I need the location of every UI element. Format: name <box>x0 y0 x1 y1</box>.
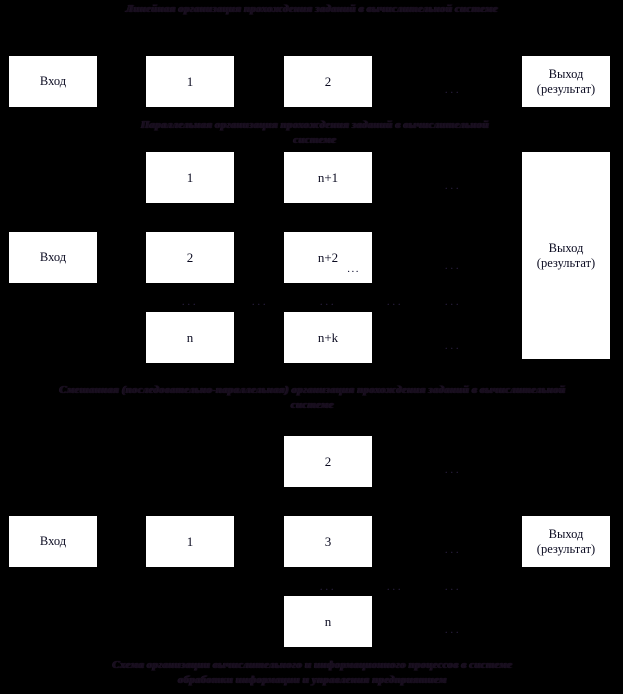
mixed-vertical-ellipsis-col2: ... <box>444 579 462 593</box>
parallel-task-r3c2-box: n+k <box>283 311 373 364</box>
parallel-task-r1c1-box: 1 <box>145 151 235 204</box>
parallel-task-r1c1-label: 1 <box>186 170 194 185</box>
mixed-vertical-ellipsis-col1: ... <box>319 579 337 593</box>
mixed-ellipsis-mid: ... <box>444 542 462 556</box>
mixed-branch-mid-label: 3 <box>324 534 332 549</box>
parallel-task-r1c2-label: n+1 <box>317 170 339 185</box>
mixed-branch-bottom-label: n <box>324 614 332 629</box>
parallel-vertical-ellipsis-col1: ... <box>181 294 199 308</box>
parallel-task-r2c1-box: 2 <box>145 231 235 284</box>
parallel-vertical-ellipsis-gap2: ... <box>386 294 404 308</box>
linear-output-label-2: (результат) <box>536 81 596 96</box>
mixed-input-box: Вход <box>8 515 98 568</box>
parallel-ellipsis-row3: ... <box>444 338 462 352</box>
mixed-task-1-box: 1 <box>145 515 235 568</box>
linear-input-box: Вход <box>8 55 98 108</box>
parallel-task-r2c1-label: 2 <box>186 250 194 265</box>
caption-mixed-organization: Смешанная (последовательно-параллельная)… <box>59 384 566 411</box>
mixed-output-label-1: Выход <box>548 526 584 541</box>
mixed-output-box: Выход (результат) <box>521 515 611 568</box>
parallel-input-box: Вход <box>8 231 98 284</box>
footer-caption-line-2: обработки информации и управления предпр… <box>178 674 447 686</box>
mixed-branch-top-label: 2 <box>324 454 332 469</box>
parallel-task-r3c1-label: n <box>186 330 194 345</box>
parallel-output-label-1: Выход <box>548 240 584 255</box>
linear-output-box: Выход (результат) <box>521 55 611 108</box>
mixed-branch-bottom-box: n <box>283 595 373 648</box>
linear-output-label-1: Выход <box>548 66 584 81</box>
parallel-task-r3c2-label: n+k <box>317 330 339 345</box>
mixed-branch-mid-box: 3 <box>283 515 373 568</box>
mixed-vertical-ellipsis-gap: ... <box>386 579 404 593</box>
parallel-ellipsis-row1: ... <box>444 178 462 192</box>
parallel-vertical-ellipsis-col2: ... <box>319 294 337 308</box>
parallel-task-r2c2-box: n+2 ... <box>283 231 373 284</box>
linear-ellipsis: ... <box>444 82 462 96</box>
mixed-output-label-2: (результат) <box>536 541 596 556</box>
footer-caption-line-1: Схема организации вычислительного и инфо… <box>112 659 513 671</box>
linear-task-1-label: 1 <box>186 74 194 89</box>
linear-task-2-label: 2 <box>324 74 332 89</box>
linear-input-label: Вход <box>39 74 67 88</box>
mixed-ellipsis-top: ... <box>444 462 462 476</box>
mixed-task-1-label: 1 <box>186 534 194 549</box>
mixed-branch-top-box: 2 <box>283 435 373 488</box>
parallel-vertical-ellipsis-gap1: ... <box>251 294 269 308</box>
parallel-input-label: Вход <box>39 250 67 264</box>
mixed-input-label: Вход <box>39 534 67 548</box>
parallel-task-r2c2-sub-ellipsis: ... <box>347 263 360 275</box>
caption-parallel-organization: Параллельная организация прохождения зад… <box>141 119 489 146</box>
parallel-output-box: Выход (результат) <box>521 151 611 360</box>
linear-task-2-box: 2 <box>283 55 373 108</box>
parallel-task-r1c2-box: n+1 <box>283 151 373 204</box>
mixed-ellipsis-bottom: ... <box>444 622 462 636</box>
parallel-vertical-ellipsis-col3: ... <box>444 294 462 308</box>
parallel-task-r2c2-label: n+2 <box>317 250 339 265</box>
parallel-task-r3c1-box: n <box>145 311 235 364</box>
caption-linear-organization: Линейная организация прохождения заданий… <box>126 3 498 15</box>
parallel-output-label-2: (результат) <box>536 255 596 270</box>
parallel-ellipsis-row2: ... <box>444 258 462 272</box>
linear-task-1-box: 1 <box>145 55 235 108</box>
